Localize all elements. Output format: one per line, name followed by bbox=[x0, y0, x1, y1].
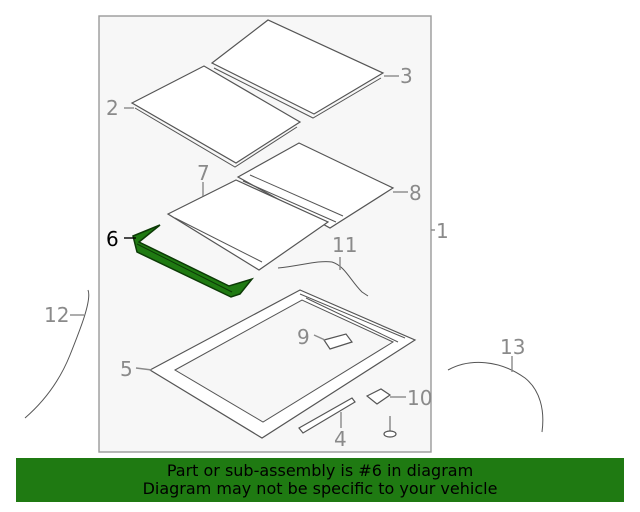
callout-3: 3 bbox=[400, 64, 413, 88]
callout-12: 12 bbox=[44, 303, 69, 327]
callout-9: 9 bbox=[297, 325, 310, 349]
callout-2: 2 bbox=[106, 96, 119, 120]
callout-6: 6 bbox=[106, 227, 119, 251]
part-3-glass-panel[interactable] bbox=[210, 19, 385, 119]
part-13-hose[interactable] bbox=[447, 361, 544, 433]
part-4-rail[interactable] bbox=[298, 397, 356, 434]
callout-1: 1 bbox=[436, 219, 449, 243]
callout-7: 7 bbox=[197, 161, 210, 185]
callout-11: 11 bbox=[332, 233, 357, 257]
part-10-motor[interactable] bbox=[365, 388, 392, 405]
part-11-cable[interactable] bbox=[277, 261, 369, 297]
bolt[interactable] bbox=[383, 416, 397, 438]
banner-line-2: Diagram may not be specific to your vehi… bbox=[142, 479, 498, 498]
part-2-glass-panel[interactable] bbox=[130, 65, 302, 168]
part-8-sunshade-rail[interactable] bbox=[236, 142, 395, 229]
callout-13: 13 bbox=[500, 335, 525, 359]
part-9-bracket[interactable] bbox=[323, 333, 353, 350]
callout-8: 8 bbox=[409, 181, 422, 205]
part-12-seal[interactable] bbox=[24, 289, 90, 419]
info-banner: Part or sub-assembly is #6 in diagram Di… bbox=[16, 458, 624, 502]
part-7-sunshade[interactable] bbox=[166, 179, 330, 271]
callout-10: 10 bbox=[407, 386, 432, 410]
callout-5: 5 bbox=[120, 357, 133, 381]
part-6-wind-deflector[interactable] bbox=[132, 224, 255, 298]
callout-4: 4 bbox=[334, 427, 347, 451]
banner-line-1: Part or sub-assembly is #6 in diagram bbox=[166, 461, 474, 480]
parts-diagram: 1 2 3 4 5 6 7 8 9 10 11 12 13 bbox=[24, 15, 544, 453]
part-5-sunroof-frame[interactable] bbox=[148, 289, 417, 439]
